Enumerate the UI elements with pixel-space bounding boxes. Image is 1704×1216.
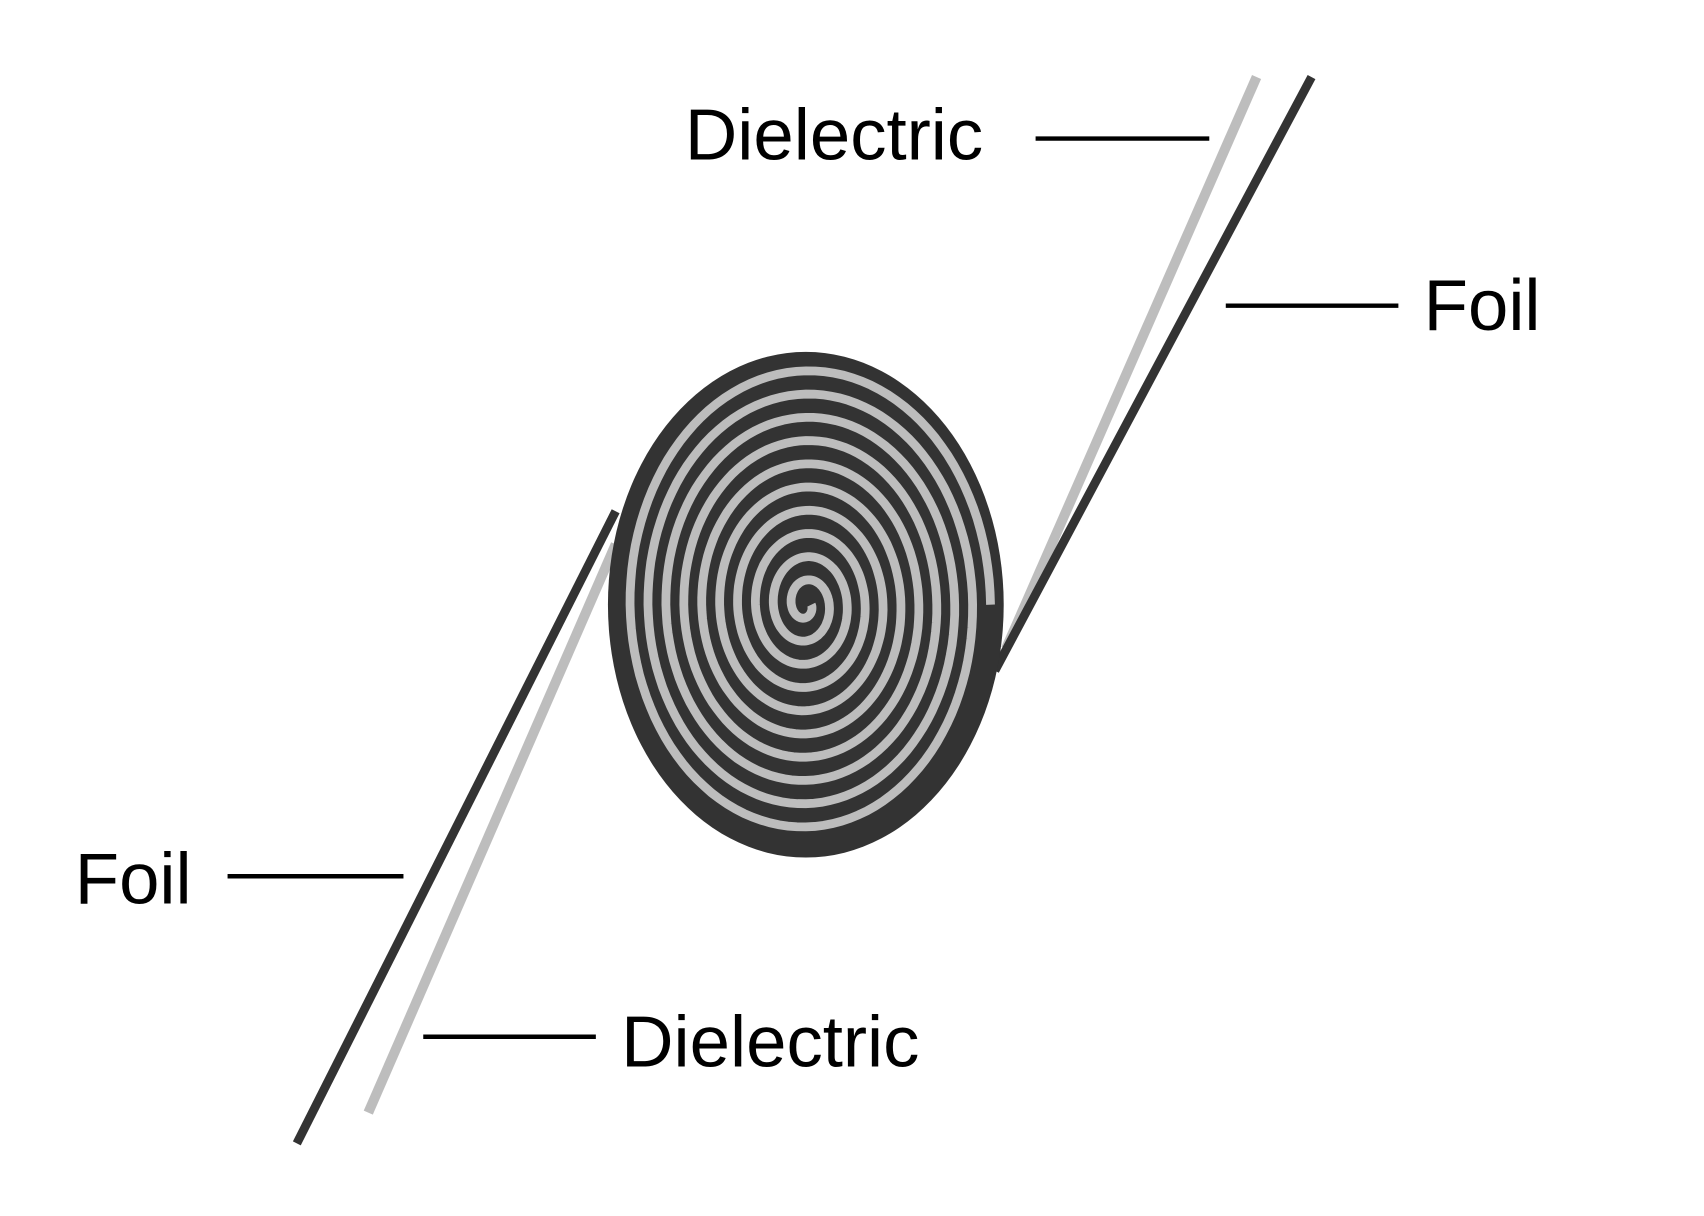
label-foil-left: Foil <box>75 839 192 920</box>
dielectric-strip-left <box>363 542 621 1115</box>
label-dielectric-bottom: Dielectric <box>621 1001 919 1082</box>
dielectric-strip-right <box>1001 75 1262 651</box>
label-dielectric-top: Dielectric <box>685 94 983 175</box>
foil-strip-left <box>292 509 620 1146</box>
foil-strip-right <box>991 74 1316 673</box>
dielectric-spiral <box>625 366 995 832</box>
label-foil-right: Foil <box>1424 265 1541 346</box>
